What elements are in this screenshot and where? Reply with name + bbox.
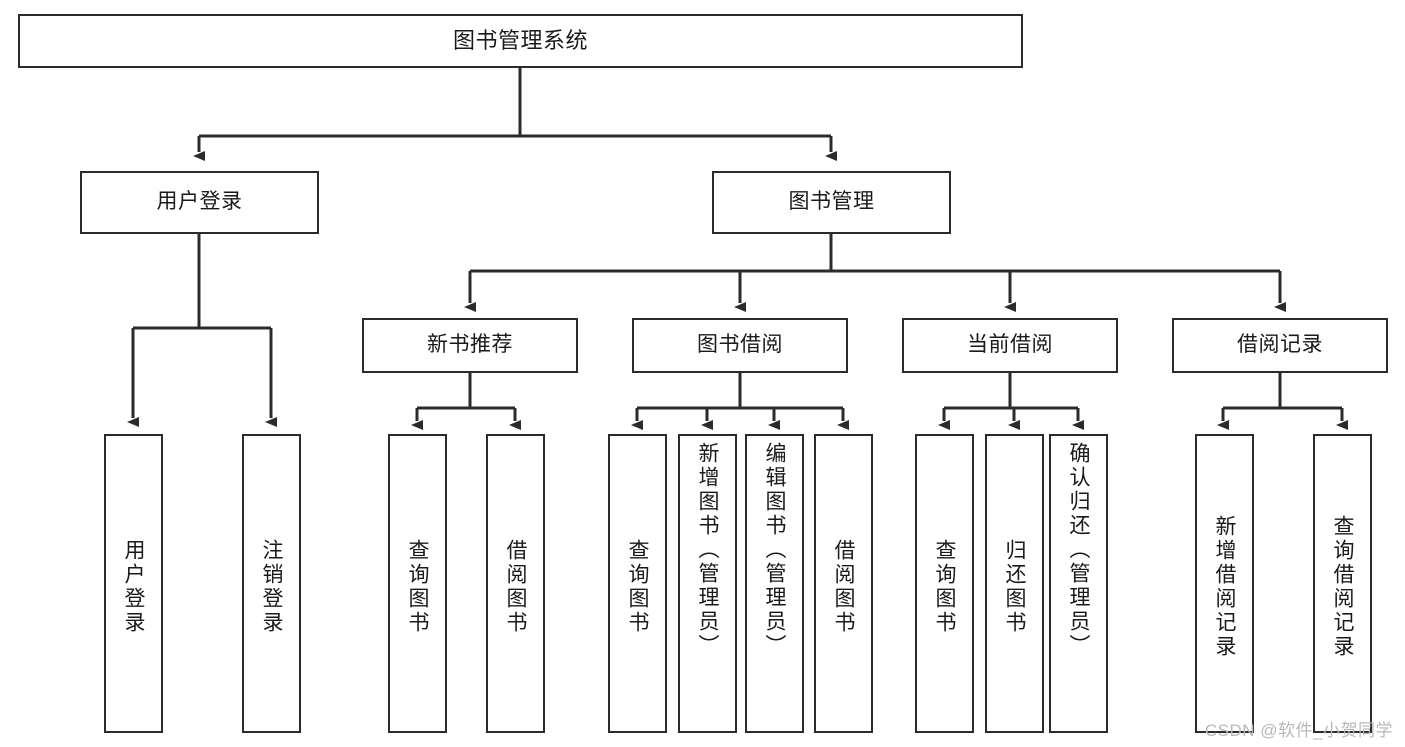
- leaf-nb-query-book[interactable]: 查询图书: [388, 434, 447, 733]
- leaf-br-add-record[interactable]: 新增借阅记录: [1195, 434, 1254, 733]
- leaf-nb-borrow-book[interactable]: 借阅图书: [486, 434, 545, 733]
- node-label: 当前借阅: [967, 333, 1053, 357]
- node-label: 新增借阅记录: [1213, 514, 1236, 659]
- node-label: 归还图书: [1003, 538, 1026, 635]
- leaf-bb-query-book[interactable]: 查询图书: [608, 434, 667, 733]
- leaf-bb-edit-book-admin[interactable]: 编辑图书（管理员）: [745, 434, 804, 733]
- node-label: 查询图书: [626, 538, 649, 635]
- node-user-login[interactable]: 用户登录: [80, 171, 319, 234]
- node-new-book-recommend[interactable]: 新书推荐: [362, 318, 578, 373]
- node-label: 注销登录: [260, 538, 283, 635]
- node-label: 编辑图书（管理员）: [763, 442, 786, 658]
- node-label: 用户登录: [156, 190, 243, 214]
- node-label: 借阅记录: [1237, 333, 1323, 357]
- leaf-cb-return-book[interactable]: 归还图书: [985, 434, 1044, 733]
- node-current-borrow[interactable]: 当前借阅: [902, 318, 1118, 373]
- node-label: 新增图书（管理员）: [696, 442, 719, 658]
- node-label: 借阅图书: [504, 538, 527, 635]
- node-label: 查询图书: [933, 538, 956, 635]
- node-book-borrow[interactable]: 图书借阅: [632, 318, 848, 373]
- leaf-logout[interactable]: 注销登录: [242, 434, 301, 733]
- node-root-system[interactable]: 图书管理系统: [18, 14, 1023, 68]
- leaf-br-query-record[interactable]: 查询借阅记录: [1313, 434, 1372, 733]
- node-borrow-record[interactable]: 借阅记录: [1172, 318, 1388, 373]
- leaf-bb-borrow-book[interactable]: 借阅图书: [814, 434, 873, 733]
- node-label: 图书管理: [788, 190, 875, 214]
- leaf-bb-add-book-admin[interactable]: 新增图书（管理员）: [678, 434, 737, 733]
- node-label: 查询借阅记录: [1331, 514, 1354, 659]
- node-label: 借阅图书: [832, 538, 855, 635]
- node-book-management[interactable]: 图书管理: [712, 171, 951, 234]
- leaf-cb-confirm-return-admin[interactable]: 确认归还（管理员）: [1049, 434, 1108, 733]
- leaf-cb-query-book[interactable]: 查询图书: [915, 434, 974, 733]
- node-label: 图书管理系统: [452, 28, 588, 54]
- node-label: 确认归还（管理员）: [1067, 442, 1090, 658]
- node-label: 用户登录: [122, 538, 145, 635]
- node-label: 查询图书: [406, 538, 429, 635]
- node-label: 新书推荐: [427, 333, 513, 357]
- leaf-user-login[interactable]: 用户登录: [104, 434, 163, 733]
- node-label: 图书借阅: [697, 333, 783, 357]
